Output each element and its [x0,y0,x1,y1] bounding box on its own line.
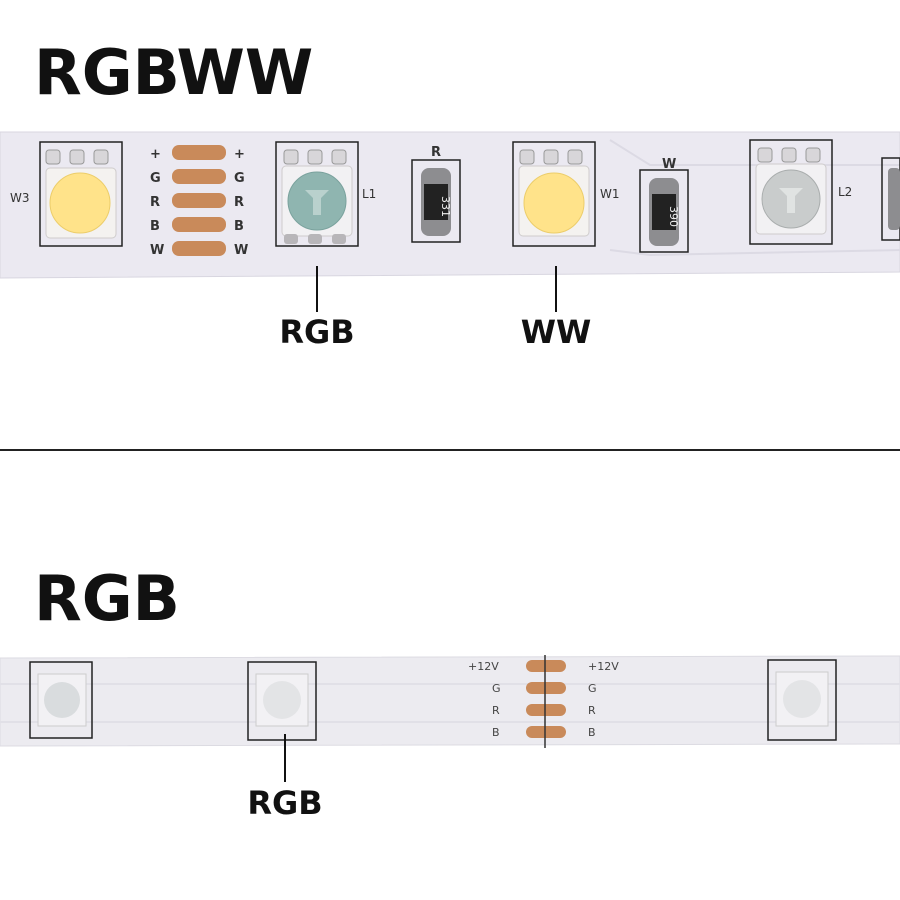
resistor-331: 331 [411,159,461,243]
pad-label-b-left: B [150,219,160,234]
section-divider [0,449,900,451]
pad-label-r-right: R [234,195,244,210]
pad-label-w-left: W [150,243,164,258]
led-w1 [512,141,596,247]
resistor-label-w: W [662,157,676,172]
pad-label-plus-right: + [234,147,245,162]
pad-label-b-right: B [588,726,596,739]
resistor-label-r: R [431,145,441,160]
pad-label-r-left: R [492,704,500,717]
section-heading-rgb: RGB [34,562,180,635]
solder-pads: + G R B W + G R B W [150,145,248,258]
resistor-390: 390 [639,169,689,253]
pad-label-12v-right: +12V [588,660,619,673]
pad-label-g-right: G [234,171,245,186]
section-heading-rgbww: RGBWW [34,36,314,109]
rgb-solder-pads: +12V G R B +12V G R B [468,655,619,748]
led-l2 [749,139,833,245]
led-label-w1: W1 [600,187,620,201]
callout-rgb-top: RGB [279,313,355,351]
rgb-led-left [29,661,93,739]
led-l1 [275,141,359,247]
resistor-code-390: 390 [667,206,680,227]
pad-label-12v-left: +12V [468,660,499,673]
warm-white-led-lens [523,172,585,234]
pad-label-w-right: W [234,243,248,258]
pad-label-b-right: B [234,219,244,234]
led-label-w3: W3 [10,191,30,205]
warm-white-led-lens [49,172,111,234]
rgb-led-right [767,659,837,741]
rgb-strip: +12V G R B +12V G R B [0,655,900,782]
pad-label-b-left: B [492,726,500,739]
led-label-l2: L2 [838,185,852,199]
rgbww-strip: W3 + G R B W + G R B W [0,131,900,312]
pad-label-plus-left: + [150,147,161,162]
pad-label-g-left: G [492,682,501,695]
led-w3 [39,141,123,247]
pad-label-r-left: R [150,195,160,210]
pad-label-r-right: R [588,704,596,717]
pad-label-g-right: G [588,682,597,695]
pad-label-g-left: G [150,171,161,186]
resistor-code-331: 331 [439,196,452,217]
rgb-led-center [247,661,317,741]
callout-rgb-bottom: RGB [247,784,323,822]
callout-ww: WW [520,313,592,351]
led-label-l1: L1 [362,187,376,201]
